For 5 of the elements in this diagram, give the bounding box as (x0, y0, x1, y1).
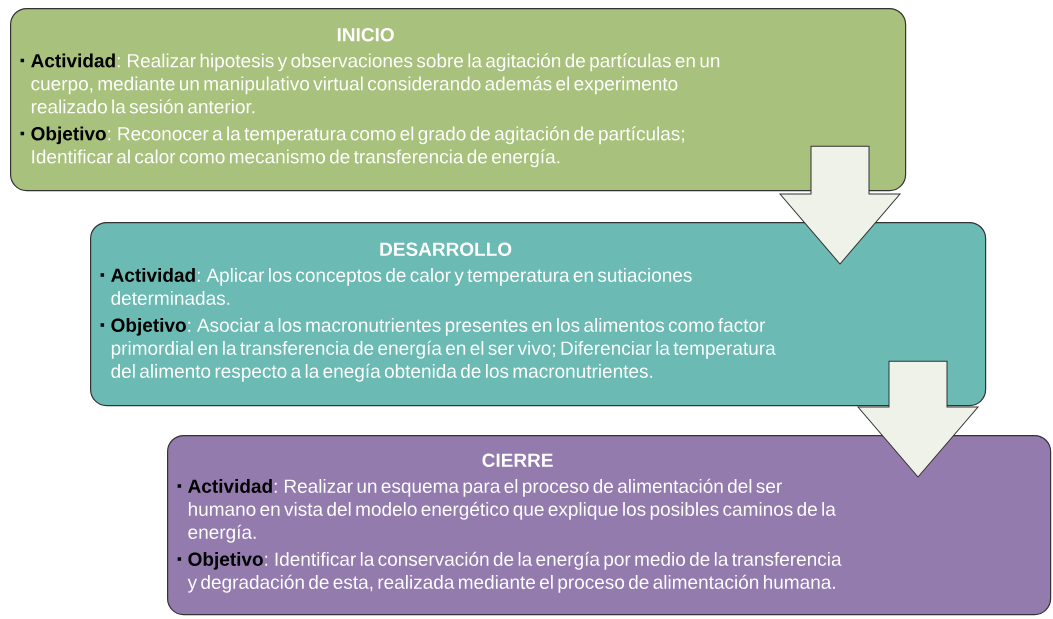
stage-box: DESARROLLO Actividad: Aplicar los conceptos de calor y temperatura en sutiaciones determinadas. Objetivo: Asociar a los macronutrientes presentes en los alimentos como factor primordial en la transferencia de energía en el ser vivo; Diferenciar la temperatura del alimento respecto a la enegía obtenida de los macronutrientes. (90, 222, 987, 407)
block-arrow (779, 145, 901, 265)
stage-box: INICIO Actividad: Realizar hipotesis y observaciones sobre la agitación de partículas en un cuerpo, mediante un manipulativo virtual considerando además el experimento realizado la sesión anterior. Objetivo: Reconocer a la temperatura como el grado de agitación de partículas; Identificar al calor como mecanismo de transferencia de energía. (10, 8, 907, 192)
stage-box: CIERRE Actividad: Realizar un esquema para el proceso de alimentación del ser humano en vista del modelo energético que explique los posibles caminos de la energía. Objetivo: Identificar la conservación de la energía por medio de la transferencia y degradación de esta, realizada mediante el proceso de alimentación humana. (167, 435, 1052, 616)
block-arrow (857, 360, 979, 478)
